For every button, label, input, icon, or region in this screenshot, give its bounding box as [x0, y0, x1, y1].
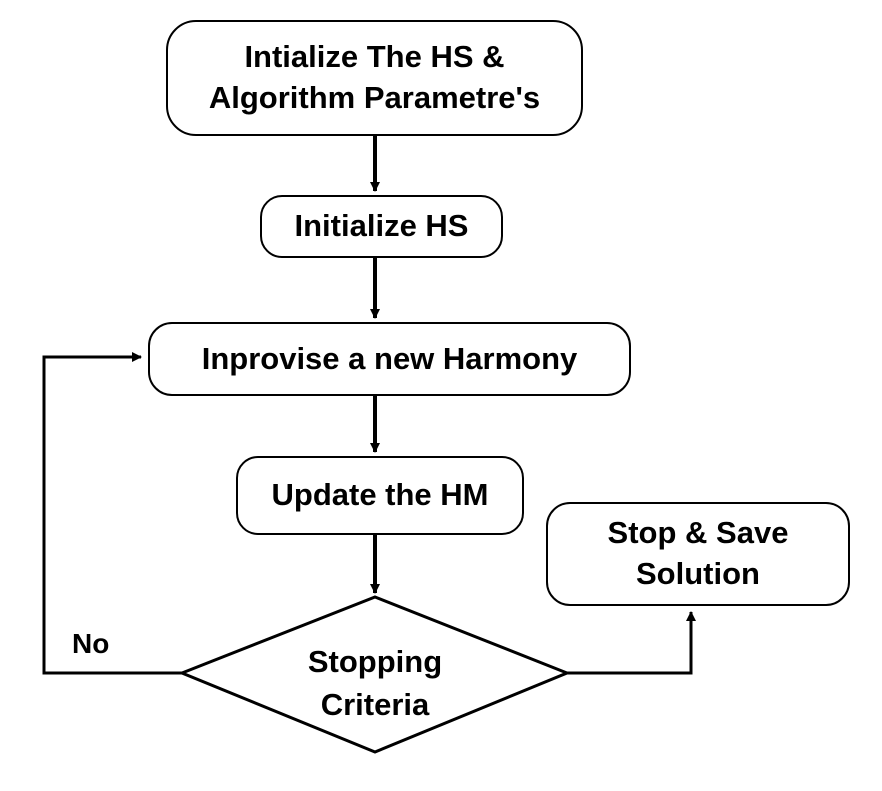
node-stop-save-solution-label: Stop & Save Solution: [607, 515, 789, 591]
arrow-no-loop-to-improvise: [42, 352, 182, 675]
arrow-stopping-to-stop-save: [567, 611, 696, 675]
node-update-hm-label: Update the HM: [271, 477, 489, 513]
node-initialize-parameters-label: Intialize The HS & Algorithm Parametre's: [208, 39, 541, 115]
node-update-hm: Update the HM: [236, 456, 524, 535]
node-improvise-harmony: Inprovise a new Harmony: [148, 322, 631, 396]
node-initialize-hs: Initialize HS: [260, 195, 503, 258]
node-initialize-hs-label: Initialize HS: [294, 208, 469, 244]
loop-no-label: No: [72, 628, 110, 659]
node-improvise-harmony-label: Inprovise a new Harmony: [201, 340, 578, 376]
node-stop-save-solution: Stop & Save Solution: [546, 502, 850, 606]
node-initialize-parameters: Intialize The HS & Algorithm Parametre's: [166, 20, 583, 136]
stopping-criteria-diamond: [177, 595, 572, 754]
stopping-criteria-label: Stopping Criteria: [307, 644, 443, 723]
